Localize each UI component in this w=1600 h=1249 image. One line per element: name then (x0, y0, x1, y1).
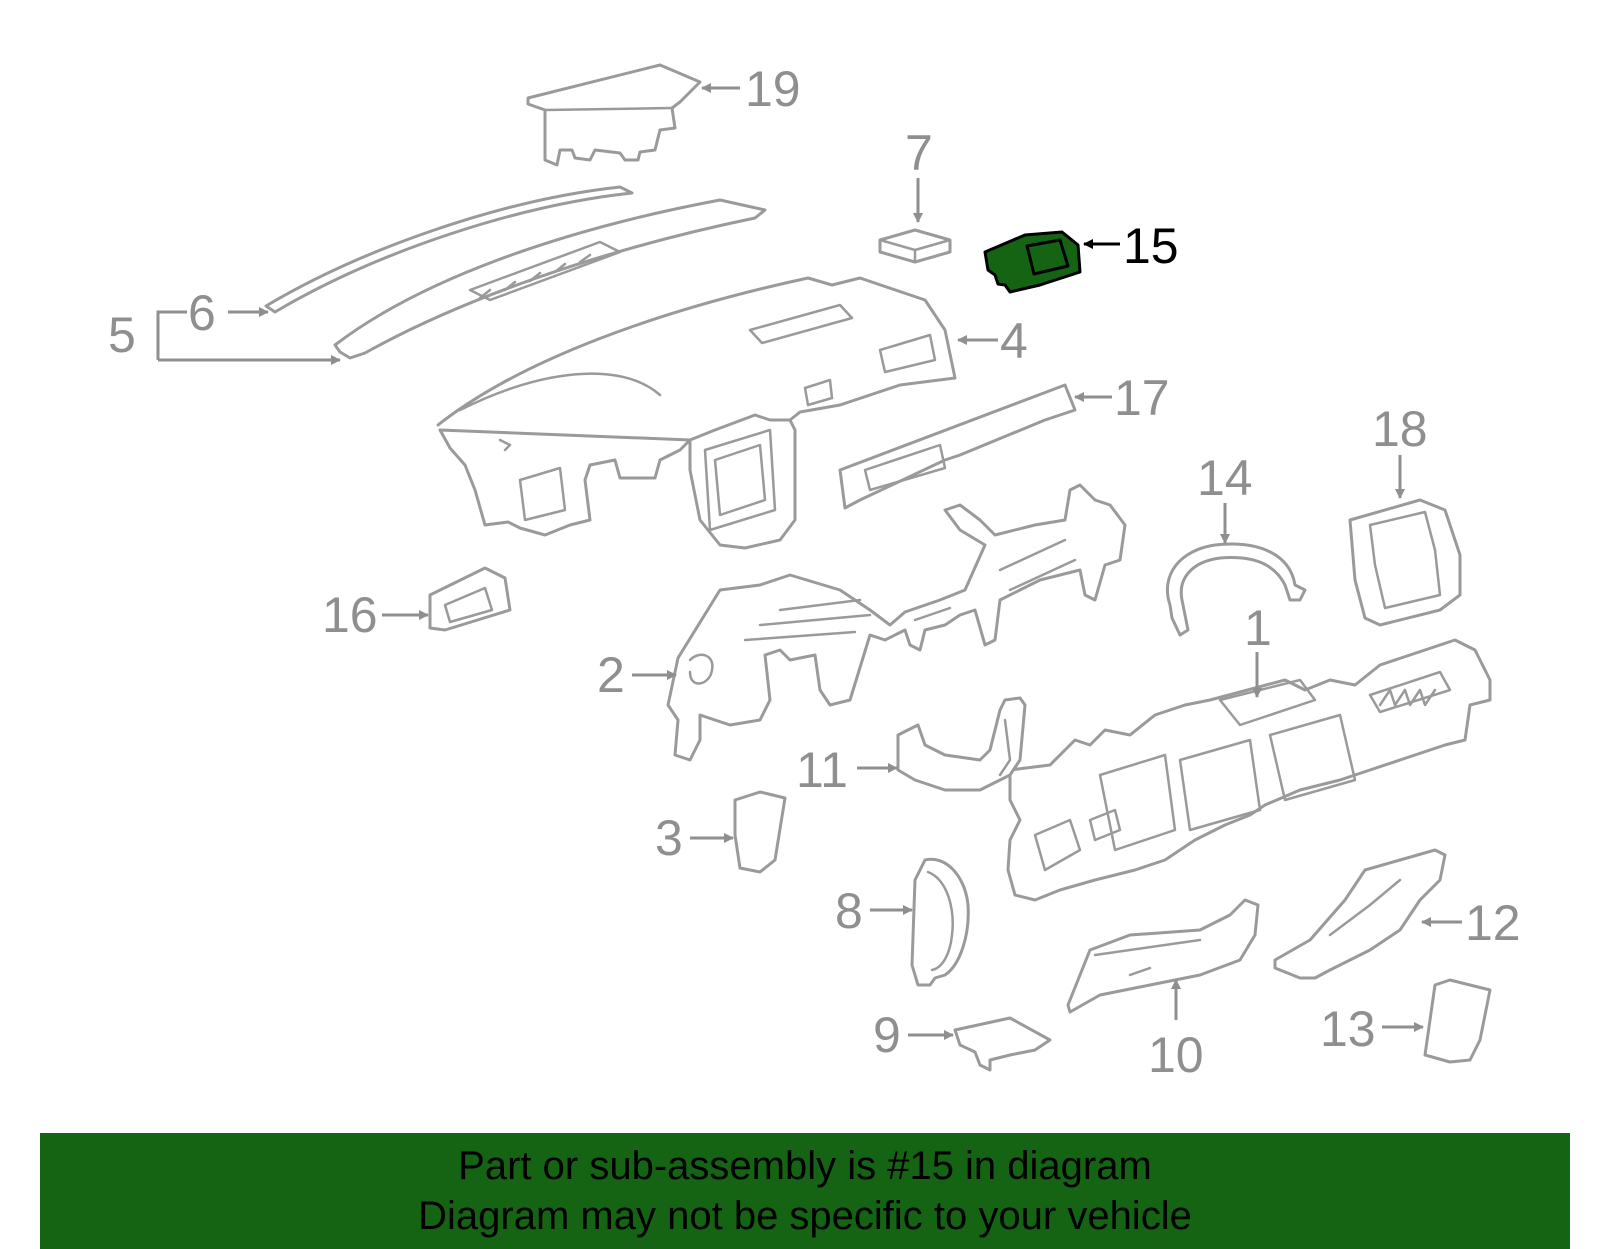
part-5-shape[interactable] (333, 198, 767, 360)
footer-banner: Part or sub-assembly is #15 in diagram D… (40, 1133, 1570, 1249)
callout-label-4: 4 (1000, 313, 1028, 369)
part-6-shape[interactable] (264, 185, 634, 314)
callout-7: 7 (905, 125, 933, 223)
callout-18: 18 (1372, 401, 1428, 499)
callout-label-3: 3 (655, 810, 683, 866)
callout-label-7: 7 (905, 125, 933, 181)
callout-19: 19 (701, 61, 801, 117)
callout-label-8: 8 (835, 883, 863, 939)
callout-16: 16 (322, 587, 429, 643)
callout-3: 3 (655, 810, 734, 866)
callout-15: 15 (1083, 218, 1179, 274)
callout-label-10: 10 (1148, 1027, 1204, 1083)
part-7-shape[interactable] (878, 228, 952, 264)
callout-10: 10 (1148, 979, 1204, 1083)
callout-label-13: 13 (1320, 1001, 1376, 1057)
part-3-shape[interactable] (733, 790, 787, 874)
callout-2: 2 (597, 647, 677, 703)
callout-label-6: 6 (188, 285, 216, 341)
callout-13: 13 (1320, 1001, 1424, 1057)
callout-14: 14 (1197, 450, 1253, 544)
part-19-shape[interactable] (526, 63, 702, 167)
part-18-shape[interactable] (1348, 498, 1462, 627)
part-16-shape[interactable] (428, 566, 512, 632)
callout-label-14: 14 (1197, 450, 1253, 506)
part-10-shape[interactable] (1066, 898, 1260, 1014)
callout-12: 12 (1421, 895, 1521, 951)
callout-8: 8 (835, 883, 913, 939)
callout-label-9: 9 (873, 1007, 901, 1063)
part-9-shape[interactable] (953, 1016, 1052, 1072)
callout-11: 11 (796, 742, 898, 798)
callout-label-5: 5 (108, 307, 136, 363)
part-14-shape[interactable] (1165, 542, 1307, 637)
part-15-shape[interactable] (983, 230, 1082, 294)
footer-disclaimer: Diagram may not be specific to your vehi… (418, 1194, 1192, 1238)
callout-label-1: 1 (1244, 600, 1272, 656)
part-11-shape[interactable] (896, 696, 1027, 792)
callout-9: 9 (873, 1007, 954, 1063)
callout-label-17: 17 (1114, 370, 1170, 426)
callout-label-16: 16 (322, 587, 378, 643)
callout-label-2: 2 (597, 647, 625, 703)
callout-label-18: 18 (1372, 401, 1428, 457)
part-12-shape[interactable] (1273, 848, 1447, 980)
callout-5: 5 (108, 307, 341, 365)
callout-label-19: 19 (745, 61, 801, 117)
callout-label-11: 11 (796, 742, 848, 798)
part-17-shape[interactable] (838, 383, 1077, 510)
part-13-shape[interactable] (1423, 978, 1492, 1064)
callout-17: 17 (1074, 370, 1170, 426)
footer-part-note: Part or sub-assembly is #15 in diagram (458, 1144, 1152, 1188)
callout-label-15: 15 (1123, 218, 1179, 274)
callout-6: 6 (188, 285, 269, 341)
callout-4: 4 (957, 313, 1028, 369)
callout-label-12: 12 (1465, 895, 1521, 951)
part-8-shape[interactable] (910, 857, 970, 987)
part-1-shape[interactable] (1006, 638, 1492, 902)
callout-1: 1 (1244, 600, 1272, 698)
part-4-shape[interactable] (436, 276, 957, 550)
part-2-shape[interactable] (666, 483, 1127, 762)
